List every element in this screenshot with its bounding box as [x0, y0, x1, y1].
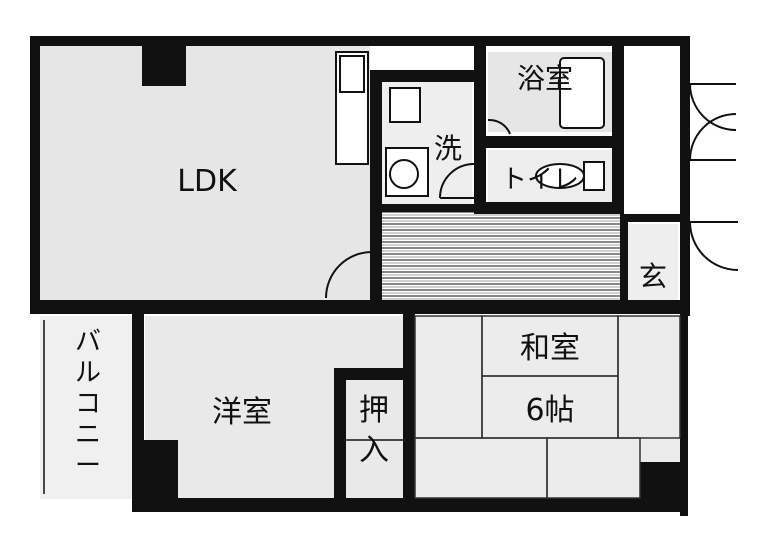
wall-bath-bottom: [474, 136, 624, 148]
washing-machine: [385, 147, 429, 197]
entrance-label: 玄: [639, 260, 667, 293]
closet-label-char: 押: [359, 393, 389, 428]
wall-western-right: [403, 314, 415, 500]
wall-entrance-top: [620, 214, 682, 222]
balcony-label-char: ー: [75, 451, 101, 481]
bath-label: 浴室: [517, 62, 573, 95]
wall-ldk-bottom: [30, 300, 685, 314]
wall-core-left: [370, 70, 382, 300]
fixtures: [34, 51, 605, 494]
wall-balcony-divider: [132, 314, 144, 464]
ldk-floor: [40, 46, 370, 300]
washroom-door[interactable]: [439, 163, 475, 199]
closet-label-char: 入: [359, 433, 389, 468]
western-room-floor: [145, 316, 405, 499]
doors: [250, 83, 739, 313]
japanese-room-name-label: 和室: [520, 331, 580, 366]
wall-ldk-column: [142, 46, 186, 86]
wall-bath-right: [612, 40, 624, 214]
wall-right-upper: [680, 36, 690, 316]
hallway-floor[interactable]: [382, 212, 622, 304]
pipe-space-door-top[interactable]: [689, 83, 737, 131]
fridge: [339, 55, 365, 93]
balcony-label-char: コ: [75, 389, 101, 419]
toilet-label: トイレ: [501, 165, 579, 195]
japanese-room-size-label: 6帖: [525, 393, 574, 428]
wall-bath-left: [474, 40, 486, 208]
wall-entrance-left: [620, 214, 628, 304]
tatami-6: [546, 437, 641, 499]
wall-core-top: [370, 70, 482, 82]
wall-right-lower: [680, 316, 688, 516]
toilet-tank: [583, 161, 605, 191]
ldk-door[interactable]: [325, 251, 373, 299]
balcony-label-char: ニ: [75, 420, 101, 450]
tatami-mats: [414, 315, 681, 499]
balcony-label-char: ル: [75, 358, 101, 388]
wall-washroom-bottom: [370, 204, 486, 212]
floor-areas: [40, 46, 683, 499]
western-room-label: 洋室: [212, 395, 272, 430]
wall-closet-top: [334, 368, 406, 380]
washroom-label: 洗: [434, 132, 462, 165]
wall-top: [30, 36, 690, 46]
ldk-label: LDK: [177, 164, 238, 199]
balcony-label-char: バ: [75, 327, 101, 357]
kitchen-counter: [335, 51, 369, 165]
wall-japanese-column: [640, 462, 682, 502]
balcony-floor: [40, 316, 132, 499]
walls: [30, 36, 690, 516]
wall-closet-left: [334, 368, 346, 500]
bathtub: [559, 57, 605, 129]
washbasin: [389, 87, 421, 123]
wall-bottom: [132, 498, 688, 512]
entrance-door[interactable]: [689, 221, 739, 271]
japanese-room-floor: [415, 316, 683, 499]
washing-machine-drum: [389, 159, 419, 189]
wall-western-column: [132, 440, 178, 500]
tatami-4: [617, 315, 681, 439]
bath-door[interactable]: [487, 118, 511, 135]
pipe-space-door-bottom[interactable]: [689, 113, 737, 161]
closet-label: 押入: [359, 393, 389, 468]
wall-toilet-bottom: [474, 202, 624, 214]
entrance-floor: [628, 224, 678, 304]
